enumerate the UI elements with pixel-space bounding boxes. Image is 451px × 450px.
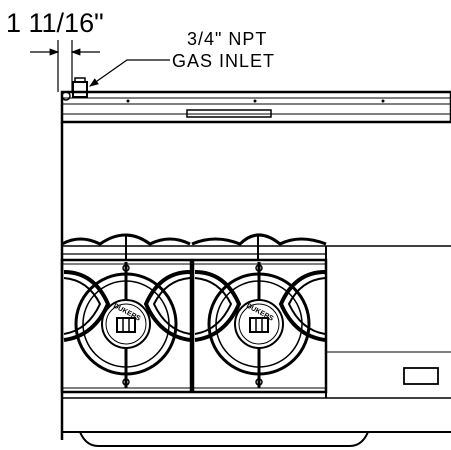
- rail-body: [60, 90, 451, 124]
- control-knob-slot: [403, 367, 439, 385]
- gas-inlet-pipe: [61, 77, 88, 101]
- burner-right: DUKERS: [194, 262, 326, 388]
- callout-line-2: GAS INLET: [172, 51, 275, 71]
- burner-cap: [234, 299, 284, 349]
- rail-screw: [253, 99, 257, 103]
- dimension-label: 1 11/16": [6, 8, 104, 38]
- rail-screw: [381, 99, 385, 103]
- brand-logo-icon: [116, 317, 136, 333]
- burner-left: DUKERS: [63, 262, 191, 388]
- grate-finger: [63, 270, 111, 342]
- brand-logo-icon: [249, 317, 269, 333]
- rear-rail: [60, 90, 451, 124]
- callout-line-1: 3/4" NPT: [187, 29, 267, 49]
- rail-screw: [126, 99, 130, 103]
- rear-grates: [61, 233, 327, 260]
- front-grates: DUKERS DUKERS: [60, 258, 328, 394]
- spoke-end: [122, 264, 130, 272]
- inlet-fitting: [72, 81, 88, 98]
- right-work-surface: [325, 245, 451, 398]
- rear-grate-bars: [61, 233, 191, 246]
- grate-finger-inner: [287, 277, 326, 335]
- burner-cap-inner: [105, 303, 147, 345]
- dimension-annotation: 1 11/16": [6, 8, 104, 92]
- gas-inlet-callout: 3/4" NPT GAS INLET: [89, 29, 275, 87]
- front-rail-curve: [79, 431, 369, 447]
- spoke-end: [255, 264, 263, 272]
- inlet-cap: [74, 77, 86, 83]
- spoke-end: [122, 378, 130, 386]
- spoke-end: [255, 378, 263, 386]
- grate-frame-left: [60, 258, 193, 394]
- range-body: [60, 122, 451, 447]
- callout-leader-line: [89, 59, 170, 87]
- burner-cap-inner: [238, 303, 280, 345]
- rail-handle: [186, 109, 272, 118]
- burner-cap: [101, 299, 151, 349]
- rear-grate-bars: [191, 233, 327, 246]
